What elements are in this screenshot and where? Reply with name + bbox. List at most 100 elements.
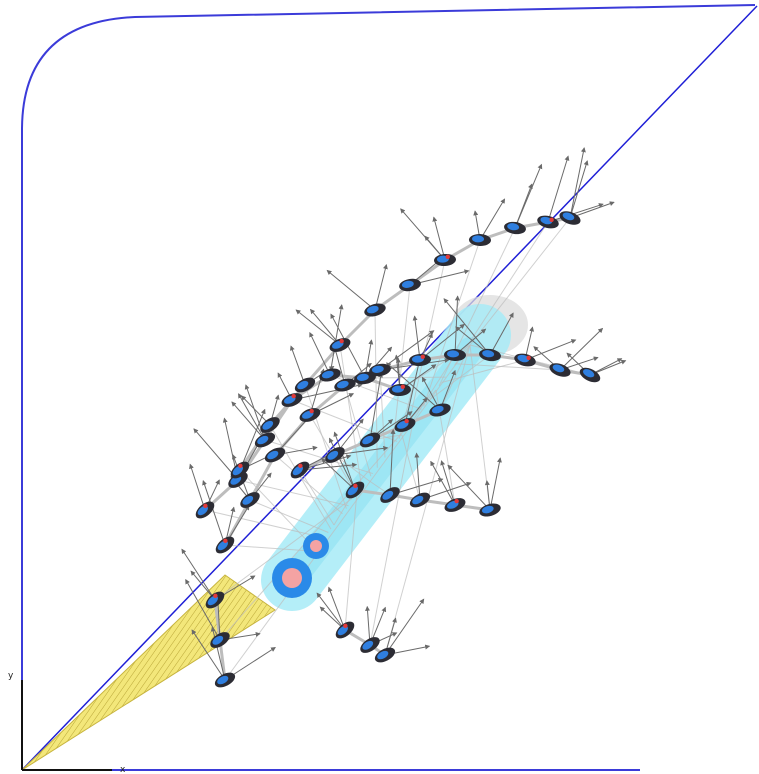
force-arrow — [202, 480, 226, 546]
strut-link — [344, 384, 372, 477]
force-arrow — [489, 457, 502, 511]
disk-frame-icon — [335, 621, 355, 639]
disk-frame-icon — [334, 378, 356, 392]
force-arrow — [389, 428, 396, 496]
force-arrow — [569, 147, 586, 219]
force-arrow — [210, 626, 226, 681]
disk-frame-icon — [260, 417, 280, 433]
force-arrow — [559, 327, 604, 371]
strut-link — [339, 344, 363, 489]
force-arrow — [447, 464, 491, 511]
force-arrow — [321, 458, 356, 491]
boundary-curve — [21, 4, 756, 770]
disk-frame-icon — [230, 461, 250, 479]
disk-frame-icon — [329, 338, 351, 352]
force-arrow — [443, 298, 491, 356]
strut-link — [334, 454, 369, 481]
strut-link — [401, 434, 421, 501]
disk-frame-icon — [479, 348, 501, 362]
disk-frame-icon — [325, 447, 345, 463]
force-arrow — [295, 309, 341, 346]
disk-frame-icon — [345, 481, 365, 499]
force-arrow — [432, 216, 446, 261]
force-arrow — [489, 312, 514, 356]
strut-line — [218, 639, 227, 681]
force-arrow — [479, 198, 506, 241]
y-axis-label: y — [8, 671, 14, 681]
yellow-cone — [21, 574, 276, 771]
force-arrow — [569, 160, 589, 219]
disk-frame-icon — [469, 233, 491, 247]
disk-frame-icon — [354, 371, 376, 385]
force-arrow — [309, 308, 341, 346]
force-arrow — [327, 586, 346, 631]
force-arrow — [547, 203, 604, 223]
force-arrow — [414, 452, 421, 501]
strut-link — [219, 419, 414, 641]
disk-frame-icon — [210, 632, 230, 648]
strut-link — [407, 259, 446, 427]
disk-frame-icon — [195, 501, 215, 519]
disk-frame-icon — [579, 367, 601, 383]
force-arrow — [241, 395, 271, 426]
force-arrow — [369, 372, 383, 441]
force-arrow — [309, 331, 331, 376]
disk-frame-icon — [360, 637, 380, 653]
disk-frame-icon — [281, 393, 303, 407]
disk-frame-icon — [264, 447, 286, 463]
force-arrow — [326, 269, 376, 311]
strut-link — [214, 494, 357, 601]
force-arrow — [364, 339, 374, 379]
force-arrow — [439, 369, 456, 411]
force-arrow — [412, 315, 421, 361]
force-arrow — [421, 376, 441, 411]
disk-frame-icon — [319, 368, 341, 382]
force-arrow — [440, 460, 456, 506]
force-arrow — [316, 592, 346, 631]
disk-frame-icon — [240, 492, 260, 508]
frame-markers — [195, 211, 601, 688]
strut-link — [412, 354, 456, 421]
force-arrow — [333, 346, 346, 386]
strut-link — [392, 284, 411, 448]
force-arrow — [514, 183, 533, 229]
disk-frame-icon — [205, 591, 225, 609]
force-arrow — [193, 428, 239, 481]
disk-frame-icon — [254, 432, 276, 448]
disk-frame-icon — [374, 647, 396, 663]
disk-frame-icon — [537, 215, 559, 229]
force-arrow — [430, 460, 456, 506]
strut-link — [239, 469, 316, 550]
strut-link — [304, 384, 347, 509]
strut-link — [237, 479, 349, 507]
force-arrow — [181, 548, 216, 601]
disk-frame-icon — [444, 498, 466, 512]
disk-frame-icon — [559, 211, 581, 225]
strut-link — [469, 217, 571, 346]
disk-frame-icon — [359, 432, 381, 448]
trajectory-line — [21, 5, 758, 771]
disk-frame-icon — [399, 278, 421, 292]
disk-frame-icon — [394, 418, 416, 432]
force-arrow — [454, 295, 460, 356]
x-axis-label: x — [120, 765, 126, 774]
force-arrow — [190, 570, 216, 601]
strut-link — [441, 359, 526, 383]
coordinate-axes: y x — [8, 671, 126, 774]
disk-frame-icon — [214, 672, 236, 688]
force-arrow — [524, 339, 577, 361]
strut-link — [455, 363, 561, 371]
force-arrow — [385, 362, 441, 411]
force-arrow — [333, 431, 356, 491]
cyan-tube-core — [287, 337, 483, 583]
force-arrow — [299, 462, 358, 471]
force-arrow — [547, 155, 570, 223]
strut-link — [423, 239, 481, 407]
disk-frame-icon — [299, 408, 321, 422]
strut-link — [369, 419, 414, 646]
strut-link — [379, 369, 386, 458]
force-arrow — [374, 263, 388, 311]
disk-frame-icon — [504, 221, 526, 235]
disk-frame-icon — [444, 348, 466, 362]
